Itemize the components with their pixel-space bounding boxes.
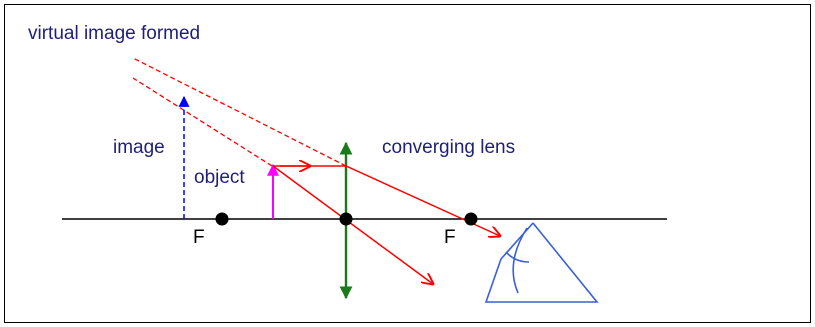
diagram-frame: [4, 4, 811, 323]
focal-label-right: F: [444, 227, 456, 248]
image-label: image: [113, 137, 165, 158]
virtual-ray-lower: [132, 77, 273, 167]
lens-center-point: [339, 212, 353, 226]
lens-label: converging lens: [382, 137, 515, 158]
ray-through-center: [272, 165, 433, 284]
virtual-ray-upper: [132, 57, 347, 167]
eye-icon: [484, 222, 599, 303]
object-label: object: [194, 167, 245, 188]
focal-label-left: F: [193, 227, 205, 248]
focal-point-left: [215, 212, 229, 226]
focal-point-right: [464, 212, 478, 226]
ray-parallel: [273, 165, 500, 236]
title-label: virtual image formed: [28, 23, 200, 44]
